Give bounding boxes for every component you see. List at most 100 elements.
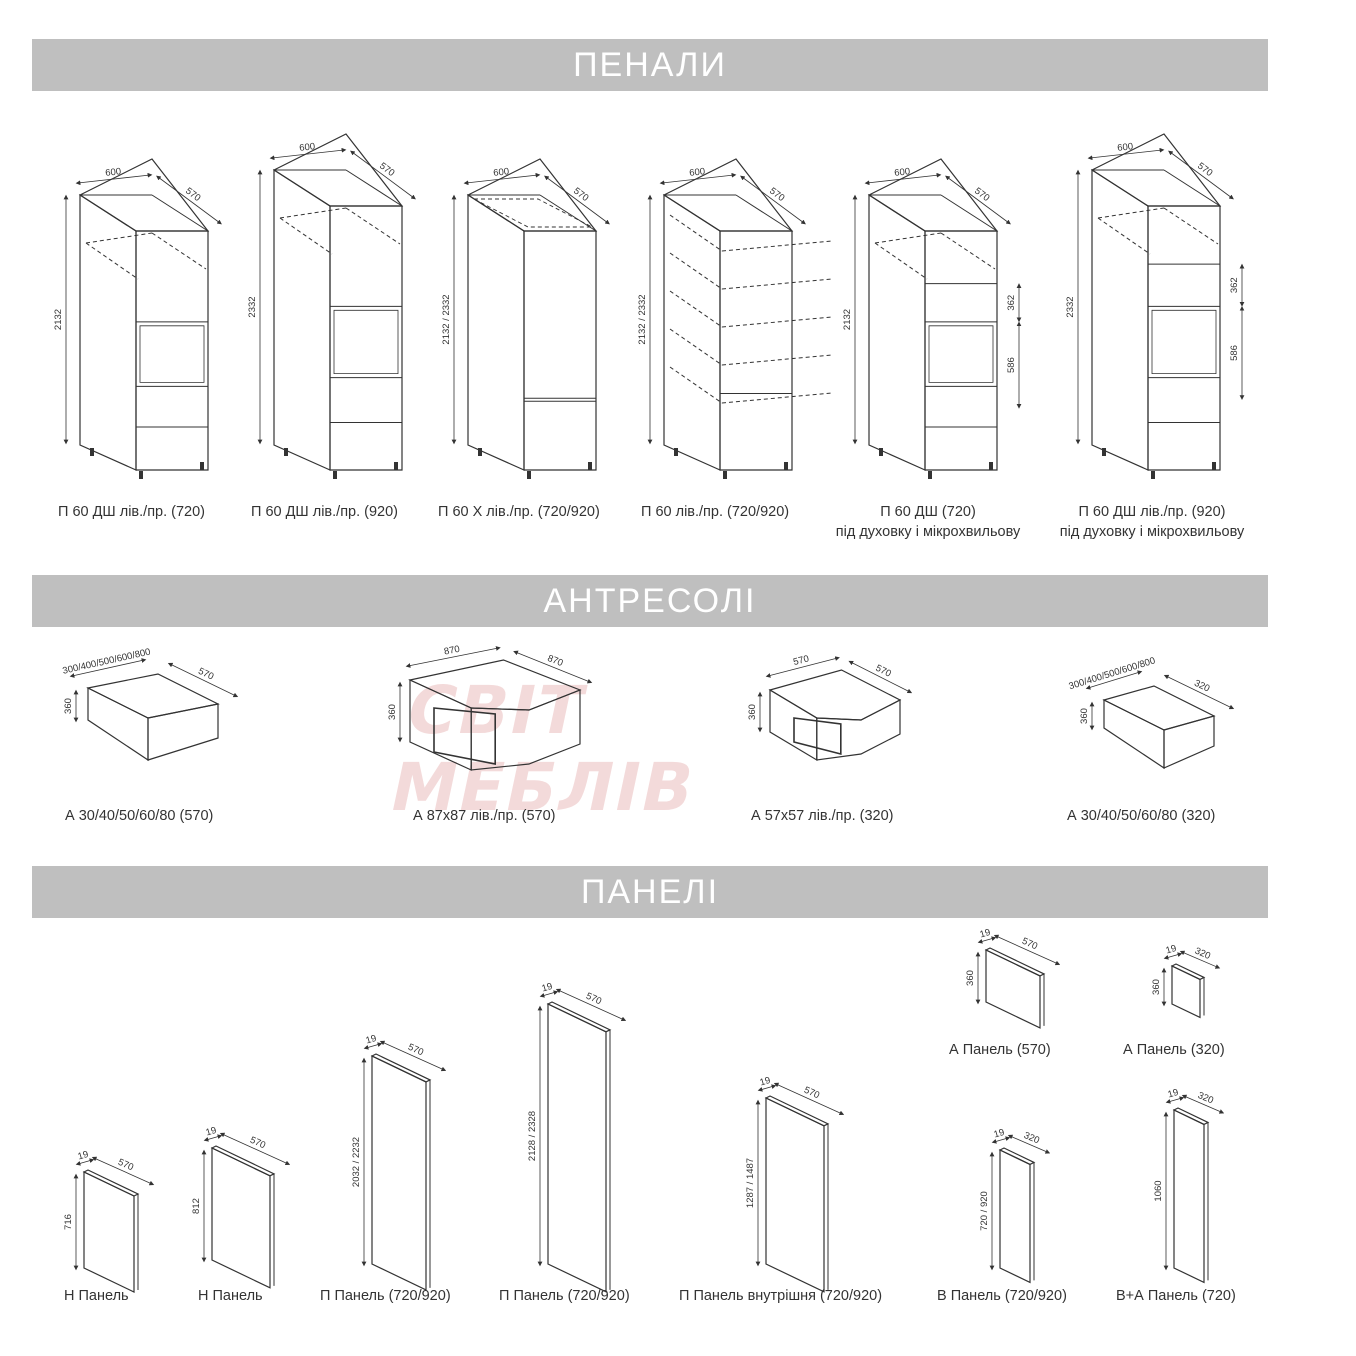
tall-caption-6: П 60 ДШ лів./пр. (920)під духовку і мікр…	[1052, 502, 1252, 542]
panel-top	[1172, 1107, 1210, 1126]
panel-face	[211, 1147, 271, 1289]
dimension-line	[513, 650, 593, 684]
dimension-thickness: 19	[77, 1149, 90, 1162]
front-panel	[470, 689, 581, 771]
hidden-shelf	[669, 290, 723, 328]
leg	[478, 448, 482, 456]
side-panel	[1103, 699, 1165, 770]
caption-subtext: під духовку і мікрохвильову	[1059, 524, 1245, 540]
hidden-shelf	[1097, 207, 1165, 219]
leg	[989, 462, 993, 470]
mezz-caption-4: А 30/40/50/60/80 (320)	[1067, 806, 1215, 826]
tall-caption-5: П 60 ДШ (720)під духовку і мікрохвильову	[828, 502, 1028, 542]
dimension-width: 600	[1117, 141, 1134, 154]
dimension-height: 360	[1079, 708, 1090, 724]
front-panel	[523, 230, 597, 471]
dimension-line	[740, 175, 806, 225]
hidden-shelf	[1163, 207, 1219, 245]
leg	[674, 448, 678, 456]
dimension-depth: 570	[1195, 161, 1214, 179]
panel-face	[985, 949, 1041, 1029]
dimension-line	[203, 1134, 223, 1142]
dimension-height: 360	[63, 698, 74, 714]
side-panel	[409, 679, 472, 771]
dimension-line	[765, 656, 840, 678]
hidden-shelf	[345, 207, 401, 245]
dimension-thickness: 19	[541, 981, 554, 994]
hidden-shelf	[669, 252, 723, 290]
caption-subtext: під духовку і мікрохвильову	[835, 524, 1021, 540]
hidden-shelf	[1097, 217, 1151, 255]
front-panel	[329, 205, 403, 471]
dimension-depth: 570	[1020, 936, 1039, 953]
panel-face	[765, 1097, 825, 1293]
mezz-caption-2: А 87х87 лів./пр. (570)	[413, 806, 556, 826]
dimension-line	[91, 1156, 155, 1186]
dimension-width: 600	[105, 166, 122, 179]
leg	[200, 462, 204, 470]
dimension-height: 2132 / 2332	[637, 294, 648, 344]
dimension-line	[848, 660, 913, 694]
dimension-line	[1168, 150, 1234, 200]
dimension-height: 812	[191, 1198, 202, 1214]
hidden-shelf	[721, 240, 833, 252]
dimension-line	[991, 1136, 1011, 1144]
dimension-depth: 570	[406, 1042, 425, 1059]
dimension-width: 600	[689, 166, 706, 179]
caption-text: А 30/40/50/60/80 (570)	[65, 808, 214, 824]
dimension-line	[945, 175, 1011, 225]
section-header-mezzanine: АНТРЕСОЛІ	[32, 575, 1268, 627]
panel-caption-4: П Панель (720/920)	[499, 1286, 630, 1306]
hidden-shelf	[151, 232, 207, 270]
dimension-line	[993, 934, 1061, 966]
dimension-width: 870	[443, 644, 461, 658]
tall-caption-3: П 60 Х лів./пр. (720/920)	[438, 502, 600, 522]
panel-caption-3: П Панель (720/920)	[320, 1286, 451, 1306]
side-panel	[467, 193, 525, 471]
hidden-shelf	[940, 232, 996, 270]
panel-top	[764, 1095, 830, 1127]
hidden-shelf	[721, 316, 833, 328]
hidden-shelf	[721, 278, 833, 290]
niche-outline	[928, 325, 994, 383]
dimension-height: 1060	[1153, 1180, 1164, 1201]
mezz-caption-1: А 30/40/50/60/80 (570)	[65, 806, 213, 826]
dimension-line	[1163, 952, 1183, 960]
door-outline	[793, 717, 842, 756]
dimension-thickness: 19	[979, 927, 992, 940]
hidden-shelf	[279, 207, 347, 219]
dimension-lower: 586	[1006, 357, 1017, 373]
front-panel	[135, 230, 209, 471]
leg	[1151, 471, 1155, 479]
caption-text: П 60 лів./пр. (720/920)	[641, 504, 790, 520]
dimension-line	[350, 150, 416, 200]
dimension-width: 600	[299, 141, 316, 154]
hidden-shelf	[669, 214, 723, 252]
front-panel	[147, 703, 219, 761]
door-outline	[433, 707, 497, 765]
tall-caption-4: П 60 лів./пр. (720/920)	[641, 502, 789, 522]
leg	[394, 462, 398, 470]
dimension-thickness: 19	[759, 1075, 772, 1088]
niche-outline	[333, 309, 399, 375]
leg	[1212, 462, 1216, 470]
dimension-line	[363, 1042, 383, 1050]
panel-face	[1173, 1109, 1205, 1284]
caption-text: П Панель (720/920)	[320, 1288, 451, 1304]
dimension-depth: 570	[248, 1135, 267, 1152]
dimension-line	[1085, 670, 1143, 690]
leg	[139, 471, 143, 479]
dimension-line	[219, 1132, 291, 1166]
dimension-depth: 870	[546, 653, 565, 669]
dimension-line	[379, 1040, 447, 1072]
section-title: ПАНЕЛІ	[580, 872, 720, 911]
hidden-shelf	[874, 232, 942, 244]
dimension-line	[167, 662, 239, 698]
dimension-thickness: 19	[993, 1127, 1006, 1140]
hidden-top	[473, 198, 593, 228]
dimension-height: 2132	[53, 309, 64, 330]
dimension-height: 716	[63, 1214, 74, 1230]
